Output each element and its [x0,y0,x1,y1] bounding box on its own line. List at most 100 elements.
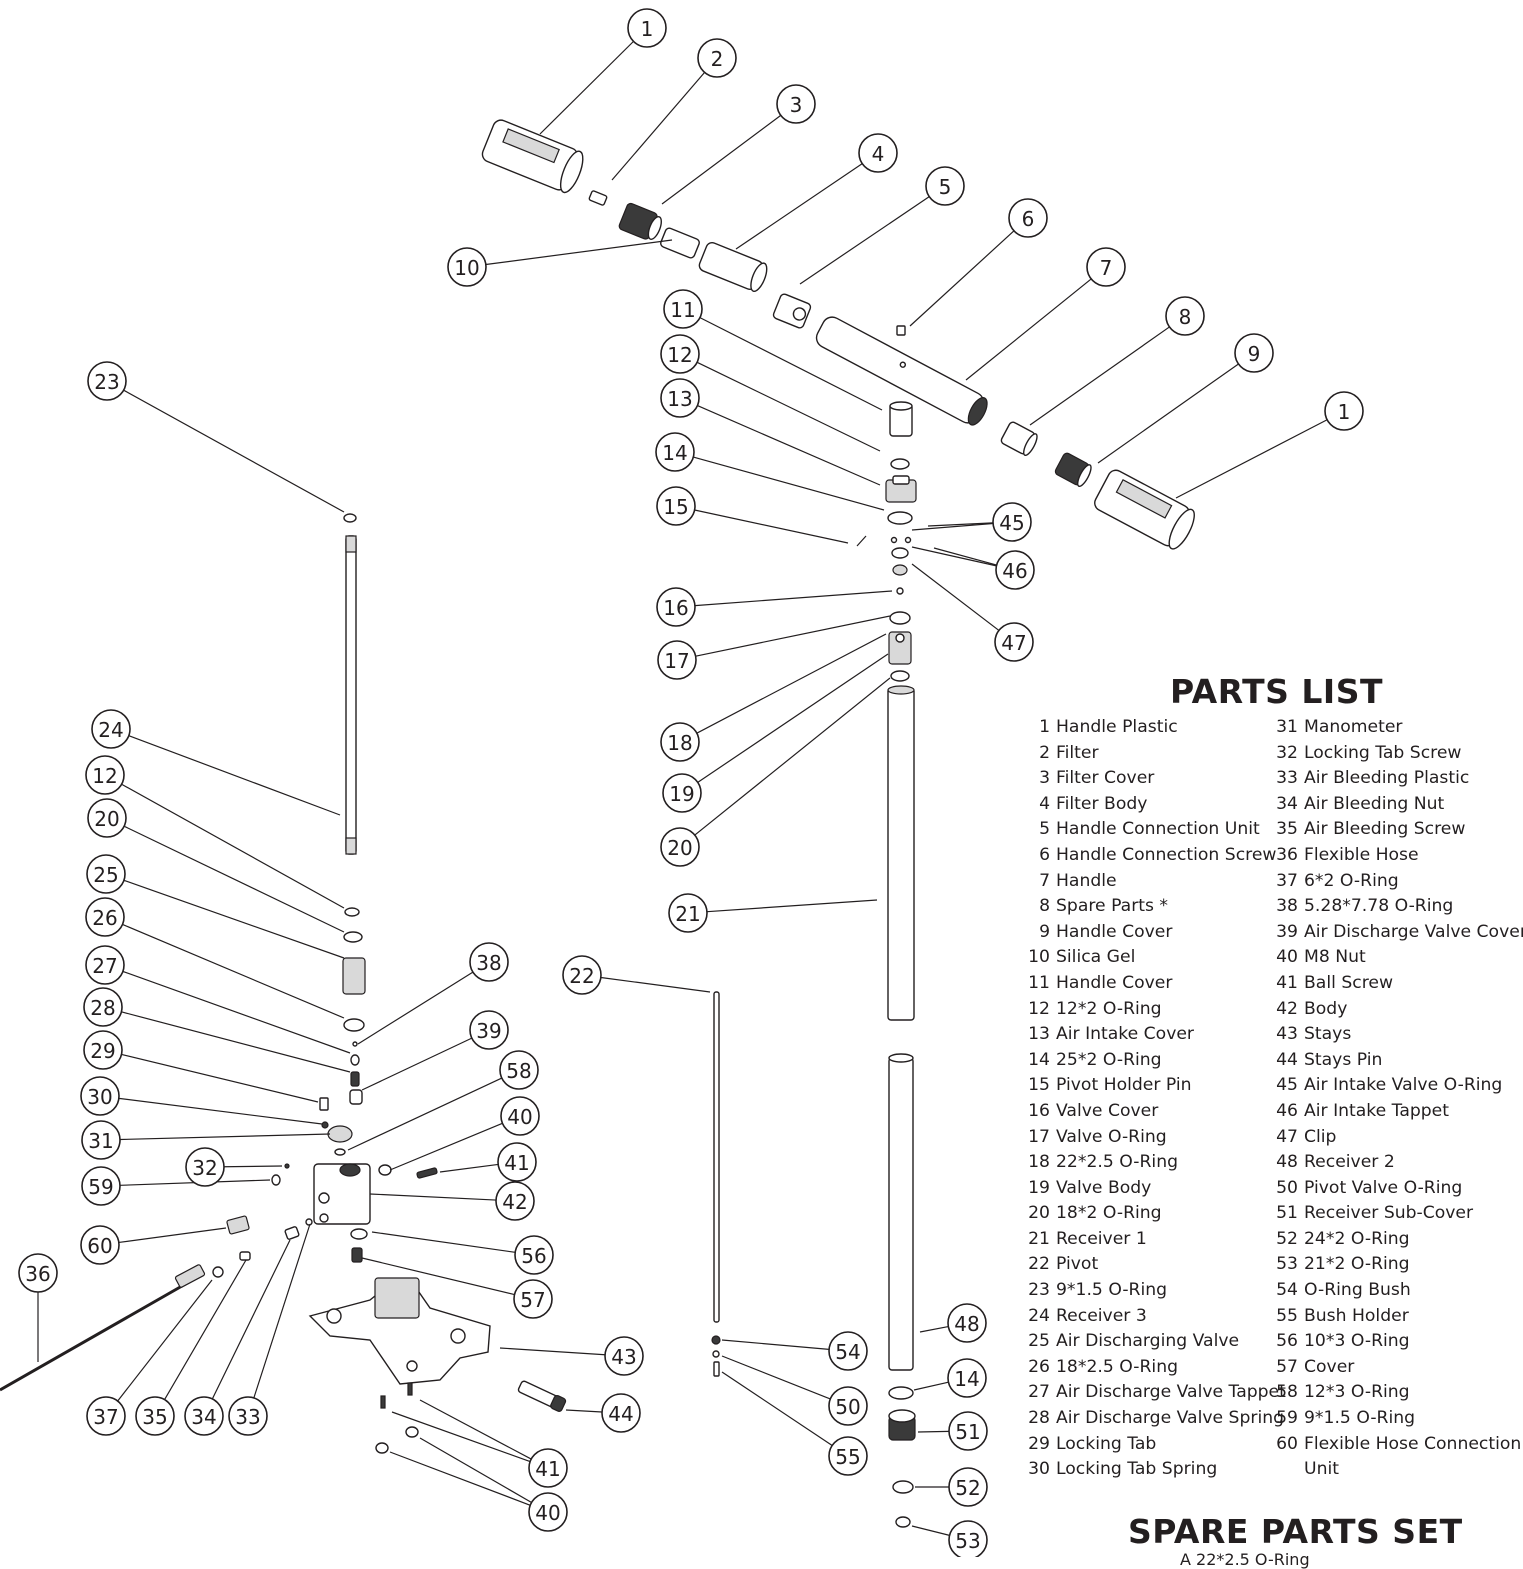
callout-circle [697,38,737,78]
part-manometer [327,1125,353,1143]
callout-bubble: 59 [81,1166,121,1206]
callout-bubble: 52 [948,1467,988,1507]
part-number: 21 [1028,1228,1050,1249]
part-m8-nut-a [375,1442,389,1454]
part-ball-screw-a [380,1395,386,1409]
callout-number: 41 [535,1457,560,1481]
part-number: 55 [1276,1305,1298,1326]
callout-bubbles: 1234567891011112131415454616471718192021… [18,8,1364,1557]
part-name: Handle Cover [1056,921,1173,942]
callout-number: 40 [507,1105,532,1129]
leader-line [721,1355,831,1400]
part-name: Valve Cover [1056,1100,1159,1121]
callout-bubble: 33 [228,1396,268,1436]
callout-circle [499,1050,539,1090]
part-number: 3 [1039,768,1050,789]
callout-circle [948,1520,988,1557]
leader-line [965,278,1092,381]
callout-circle [185,1147,225,1187]
part-name: M8 Nut [1304,947,1366,968]
leader-line [499,1347,606,1356]
leader-line [911,1525,950,1536]
callout-circle [660,827,700,867]
callout-number: 15 [663,495,688,519]
leader-line [253,1223,311,1399]
part-name: Cover [1304,1356,1355,1377]
part-cover-57 [351,1247,363,1263]
leader-line [369,1193,497,1201]
part-locking-tab-screw [284,1163,290,1169]
callout-circle [995,550,1035,590]
callout-circle [85,897,125,937]
part-name: Pivot Holder Pin [1056,1075,1192,1096]
leader-line [347,1077,503,1151]
part-number: 36 [1276,844,1298,865]
part-number: 17 [1028,1126,1050,1147]
callout-bubble: 54 [828,1331,868,1371]
part-name: Receiver Sub-Cover [1304,1203,1474,1224]
callout-circle [627,8,667,48]
leader-line [539,40,634,135]
part-number: 16 [1028,1100,1050,1121]
leader-line [419,1437,532,1504]
part-o-ring-56 [350,1228,368,1240]
part-name: Locking Tab [1056,1433,1157,1454]
leader-line [121,783,345,909]
callout-number: 25 [93,863,118,887]
part-o-ring-12 [890,458,910,470]
callout-bubble: 17 [657,640,697,680]
part-number: 10 [1028,947,1050,968]
callout-number: 53 [955,1529,980,1553]
callout-bubble: 44 [601,1393,641,1433]
leader-line [118,1227,227,1244]
callout-bubble: 30 [80,1076,120,1116]
part-name: 9*1.5 O-Ring [1056,1280,1168,1301]
leader-line [721,1371,833,1446]
callout-circle [81,1120,121,1160]
leader-line [128,735,341,816]
callout-number: 45 [999,511,1024,535]
callout-bubble: 7 [1086,247,1126,287]
callout-number: 4 [872,142,885,166]
part-o-ring-58 [334,1148,346,1156]
part-handle-plastic-right [1094,469,1195,550]
part-o-ring-37 [212,1266,224,1278]
callout-circle [81,1166,121,1206]
callout-number: 26 [92,906,117,930]
callout-circle [668,893,708,933]
callout-number: 23 [94,370,119,394]
callout-number: 29 [90,1039,115,1063]
part-number: 14 [1028,1049,1050,1070]
part-pivot-holder-pin [856,535,867,547]
part-number: 11 [1028,972,1050,993]
spare-parts-title: SPARE PARTS SET [1128,1512,1463,1551]
part-clip [891,547,909,559]
callout-circle [1008,198,1048,238]
part-name: Air Bleeding Screw [1304,819,1466,840]
part-silica-gel [660,227,700,259]
callout-bubble: 25 [86,854,126,894]
callout-number: 14 [662,441,687,465]
part-number: 37 [1276,870,1298,891]
callout-number: 8 [1179,305,1192,329]
callout-circle [87,798,127,838]
leader-line [391,1411,531,1463]
part-o-ring-14-lower [888,1386,914,1400]
leader-line [118,1097,323,1125]
part-number: 27 [1028,1382,1050,1403]
part-pivot-valve-o-ring [712,1350,720,1358]
leader-line [223,1165,283,1168]
part-name: Air Bleeding Nut [1304,793,1445,814]
part-number: 2 [1039,742,1050,763]
leader-line [600,976,711,993]
callout-number: 34 [191,1405,216,1429]
